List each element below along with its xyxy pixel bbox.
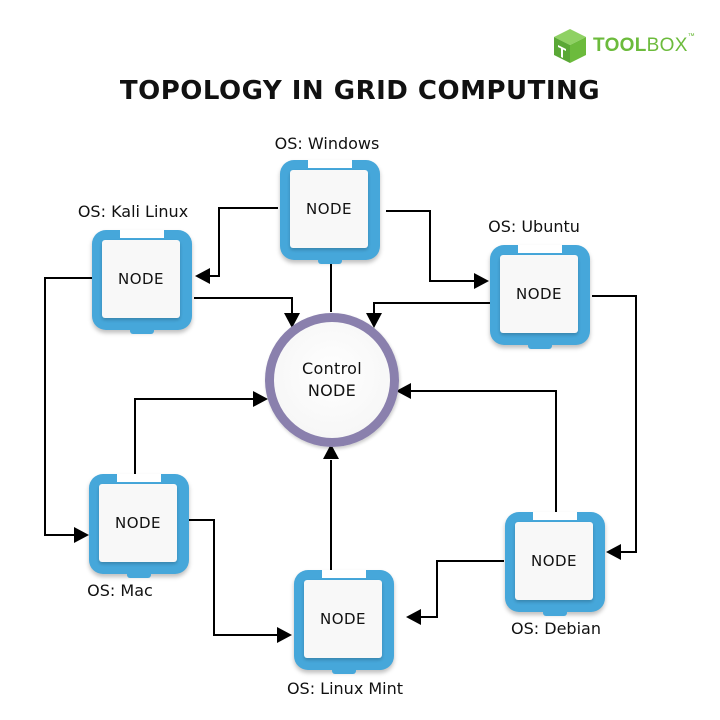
node-windows[interactable]: NODE xyxy=(280,160,380,264)
os-label-kali: OS: Kali Linux xyxy=(77,202,189,221)
arrowhead-control-top-left xyxy=(284,313,300,328)
node-label: NODE xyxy=(304,580,382,658)
edge-debian-mint xyxy=(420,560,504,618)
node-mac[interactable]: NODE xyxy=(89,474,189,578)
node-label: NODE xyxy=(290,170,368,248)
edge-kali-control xyxy=(194,297,293,315)
brand-name-bold: TOOL xyxy=(593,35,647,56)
node-foot xyxy=(318,260,342,264)
node-label: NODE xyxy=(102,240,180,318)
node-label: NODE xyxy=(500,255,578,333)
os-label-debian: OS: Debian xyxy=(511,619,601,638)
edge-kali-mac xyxy=(44,277,92,536)
toolbox-logo: TOOLBOX™ xyxy=(553,28,695,64)
node-foot xyxy=(127,574,151,578)
brand-name: TOOLBOX™ xyxy=(593,33,695,57)
arrowhead-mint-left xyxy=(277,627,292,643)
node-label: NODE xyxy=(515,522,593,600)
control-node-line1: Control xyxy=(302,359,362,378)
node-foot xyxy=(528,345,552,349)
arrowhead-mac xyxy=(74,527,89,543)
node-foot xyxy=(130,330,154,334)
os-label-windows: OS: Windows xyxy=(274,134,380,153)
arrowhead-debian xyxy=(606,544,621,560)
node-foot xyxy=(332,670,356,674)
edge-mac-control xyxy=(134,398,255,478)
edge-windows-ubuntu xyxy=(386,210,476,282)
node-notch xyxy=(533,512,577,520)
node-ubuntu[interactable]: NODE xyxy=(490,245,590,349)
os-label-ubuntu: OS: Ubuntu xyxy=(488,217,580,236)
edge-ubuntu-debian xyxy=(592,295,637,553)
trademark: ™ xyxy=(687,33,695,40)
page-title: TOPOLOGY IN GRID COMPUTING xyxy=(119,76,601,106)
node-notch xyxy=(117,474,161,482)
arrowhead-control-bottom xyxy=(323,444,339,459)
brand-name-light: BOX xyxy=(646,35,688,56)
edge-windows-kali xyxy=(210,207,278,277)
node-kali[interactable]: NODE xyxy=(92,230,192,334)
edge-mac-mint xyxy=(188,519,280,636)
control-node[interactable]: Control NODE xyxy=(265,313,399,447)
node-notch xyxy=(120,230,164,238)
control-node-line2: NODE xyxy=(307,381,357,400)
os-label-mac: OS: Mac xyxy=(87,581,153,600)
node-notch xyxy=(308,160,352,168)
edge-debian-control xyxy=(408,390,557,518)
node-notch xyxy=(322,570,366,578)
arrowhead-kali xyxy=(195,268,210,284)
node-notch xyxy=(518,245,562,253)
os-label-mint: OS: Linux Mint xyxy=(286,679,404,698)
cube-logo-icon xyxy=(554,29,586,63)
arrowhead-ubuntu xyxy=(474,273,489,289)
arrowhead-mint-right xyxy=(406,609,421,625)
arrowhead-control-left xyxy=(253,391,268,407)
node-mint[interactable]: NODE xyxy=(294,570,394,674)
arrowhead-control-right xyxy=(396,383,411,399)
node-label: NODE xyxy=(99,484,177,562)
node-foot xyxy=(543,612,567,616)
arrowhead-control-top-right xyxy=(366,313,382,328)
node-debian[interactable]: NODE xyxy=(505,512,605,616)
edge-ubuntu-control xyxy=(373,302,490,315)
